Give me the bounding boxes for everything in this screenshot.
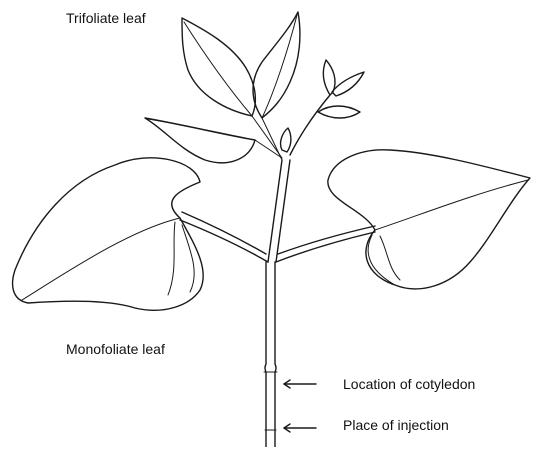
left-monofoliate-leaf bbox=[13, 158, 204, 310]
trifoliate-upper-left-leaf bbox=[182, 18, 282, 158]
main-stem bbox=[264, 262, 277, 447]
right-monofoliate-leaf bbox=[328, 150, 530, 289]
trifoliate-center-leaf bbox=[253, 12, 300, 160]
monofoliate-leaf-label: Monofoliate leaf bbox=[66, 341, 165, 357]
trifoliate-leaf-label: Trifoliate leaf bbox=[66, 10, 146, 26]
terminal-bud bbox=[281, 128, 291, 152]
injection-place-label: Place of injection bbox=[343, 417, 449, 433]
right-petiole bbox=[276, 226, 375, 262]
cotyledon-location-label: Location of cotyledon bbox=[343, 376, 475, 392]
trifoliate-lower-left-leaf bbox=[145, 118, 282, 163]
upper-stem bbox=[268, 160, 290, 262]
small-leaflets bbox=[290, 60, 364, 155]
left-petiole bbox=[180, 212, 268, 262]
pointer-arrows bbox=[284, 380, 316, 432]
